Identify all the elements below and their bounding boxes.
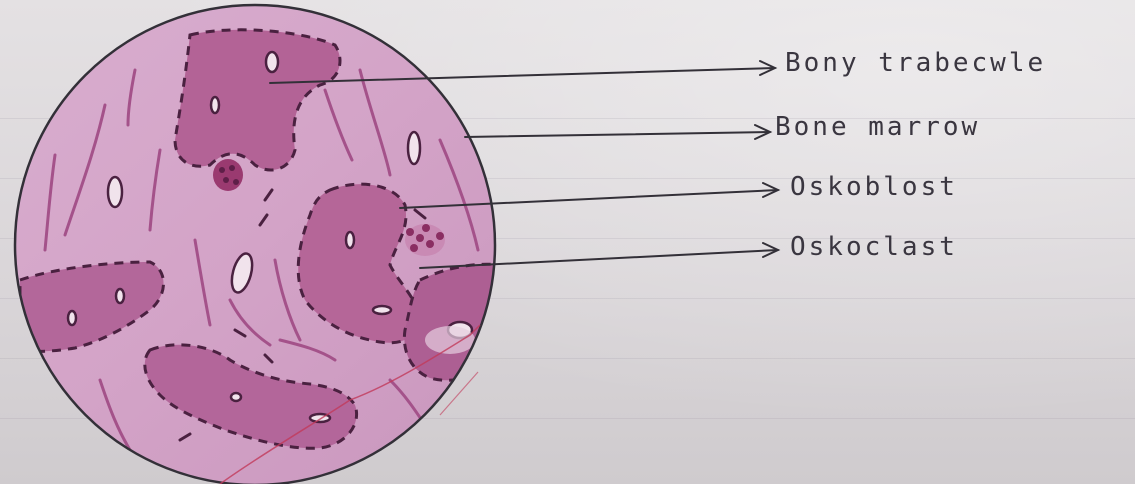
label-osteoblast: Oskoblost — [790, 174, 958, 200]
osteoclast-nucleus — [219, 167, 225, 173]
osteoclast-nucleus — [233, 179, 239, 185]
osteocyte — [68, 311, 76, 325]
osteoclast-cluster — [213, 159, 243, 191]
osteocyte — [108, 177, 122, 207]
osteoclast-nucleus — [426, 240, 434, 248]
leader-line-bone-marrow — [465, 132, 770, 137]
osteoclast-nucleus — [410, 244, 418, 252]
osteoclast-nucleus — [229, 165, 235, 171]
osteoclast-nucleus — [223, 177, 229, 183]
osteocyte — [346, 232, 354, 248]
osteocyte — [408, 132, 420, 164]
osteoclast — [213, 159, 243, 191]
osteoclast-cluster — [405, 224, 445, 256]
osteoclast-nucleus — [422, 224, 430, 232]
label-osteoclast: Oskoclast — [790, 234, 958, 260]
osteoclast-nucleus — [406, 228, 414, 236]
osteocyte — [373, 306, 391, 314]
osteocyte — [211, 97, 219, 113]
osteocyte — [116, 289, 124, 303]
osteocyte — [231, 393, 241, 401]
pale-area — [425, 326, 475, 354]
osteocyte — [266, 52, 278, 72]
osteoclast-nucleus — [436, 232, 444, 240]
label-bone-marrow: Bone marrow — [775, 114, 980, 140]
osteoclast-nucleus — [416, 234, 424, 242]
microscope-field — [0, 0, 520, 484]
label-bony-trabeculae: Bony trabecwle — [785, 50, 1046, 76]
